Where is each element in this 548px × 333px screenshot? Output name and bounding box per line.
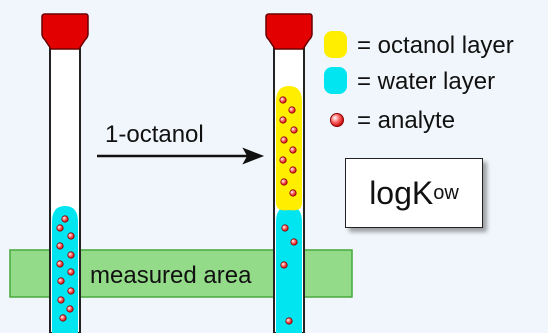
analyte-dot — [285, 317, 293, 325]
tube-cap-right — [265, 13, 313, 50]
analyte-dot — [279, 116, 287, 124]
analyte-dot — [56, 242, 64, 250]
legend-water-label: = water layer — [357, 68, 495, 95]
analyte-dots-left — [56, 215, 75, 322]
logkow-subscript: ow — [433, 181, 459, 204]
legend-octanol-swatch — [324, 31, 347, 58]
analyte-dot — [59, 314, 67, 322]
analyte-dot — [280, 178, 288, 186]
analyte-dot — [279, 156, 287, 164]
analyte-dot — [56, 260, 64, 268]
analyte-dot — [57, 277, 65, 285]
transfer-arrow — [97, 147, 265, 165]
analyte-dot — [279, 96, 287, 104]
analyte-dot — [57, 296, 65, 304]
octanol-layer-right — [276, 86, 302, 211]
tube-cap-left — [41, 13, 89, 50]
analyte-dot — [67, 232, 75, 240]
analyte-dot — [280, 136, 288, 144]
logkow-main: logK — [369, 174, 434, 211]
analyte-dot — [288, 106, 296, 114]
analyte-dot — [66, 305, 74, 313]
analyte-dot — [289, 146, 297, 154]
analyte-dot — [290, 238, 298, 246]
analyte-dot — [290, 126, 298, 134]
legend-analyte-dot — [330, 113, 344, 127]
analyte-dot — [67, 251, 75, 259]
analyte-dot — [280, 261, 288, 269]
legend: = octanol layer = water layer = analyte — [324, 31, 514, 134]
analyte-dot — [61, 215, 69, 223]
water-layer-left — [52, 206, 78, 333]
analyte-dots-right — [279, 96, 298, 325]
legend-water-swatch — [324, 67, 347, 94]
water-layer-right — [276, 206, 302, 333]
test-tube-after — [265, 13, 313, 333]
legend-analyte-label: = analyte — [357, 107, 455, 134]
arrow-label: 1-octanol — [105, 121, 204, 148]
analyte-dot — [56, 224, 64, 232]
test-tube-before — [41, 13, 89, 333]
band-label: measured area — [90, 262, 252, 289]
analyte-dot — [289, 189, 297, 197]
analyte-dot — [289, 166, 297, 174]
analyte-dot — [281, 224, 289, 232]
analyte-dot — [67, 268, 75, 276]
analyte-dot — [67, 287, 75, 295]
legend-octanol-label: = octanol layer — [357, 32, 514, 59]
